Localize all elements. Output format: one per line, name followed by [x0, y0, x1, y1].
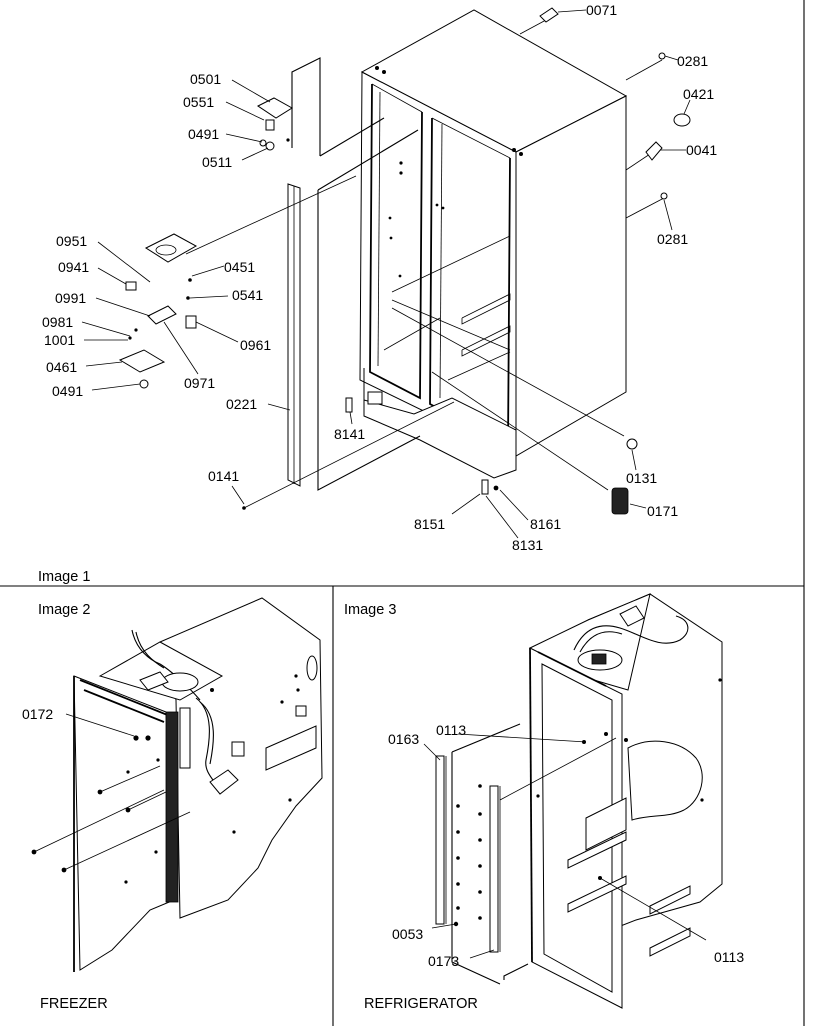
- image3-refrigerator: [423, 593, 723, 1009]
- caption-image1: Image 1: [38, 569, 90, 585]
- part-0141: [242, 506, 246, 510]
- callout-8161: 8161: [530, 516, 561, 532]
- part-0131: [626, 438, 638, 450]
- callout-8131: 8131: [512, 537, 543, 553]
- callout-0281-side: 0281: [657, 231, 688, 247]
- panel-title-freezer: FREEZER: [40, 996, 108, 1012]
- rail-0173: [489, 785, 499, 953]
- callout-8141: 8141: [334, 426, 365, 442]
- callout-0071: 0071: [586, 2, 617, 18]
- part-0281-top: [658, 52, 666, 60]
- callout-0141: 0141: [208, 468, 239, 484]
- callout-0511: 0511: [202, 154, 232, 170]
- callout-0421: 0421: [683, 86, 714, 102]
- callout-0961: 0961: [240, 337, 271, 353]
- callout-0053: 0053: [392, 926, 423, 942]
- hinge-0461: [118, 349, 166, 373]
- callout-0991: 0991: [55, 290, 86, 306]
- image1-cabinet: [118, 7, 691, 515]
- callout-8151: 8151: [414, 516, 445, 532]
- part-0961: [185, 315, 197, 329]
- callout-0971: 0971: [184, 375, 215, 391]
- callout-0491-top: 0491: [188, 126, 219, 142]
- callout-1001: 1001: [44, 332, 75, 348]
- part-0281-side: [660, 192, 668, 200]
- callout-0941: 0941: [58, 259, 89, 275]
- callout-0551: 0551: [183, 94, 214, 110]
- freezer-control-plate: [265, 725, 317, 771]
- hinge-0501: [257, 97, 293, 119]
- part-0421: [673, 113, 691, 127]
- callout-0981: 0981: [42, 314, 73, 330]
- part-0991: [147, 305, 177, 325]
- cabinet-right-side: [515, 95, 627, 457]
- callout-0281-top: 0281: [677, 53, 708, 69]
- part-8161: [493, 485, 499, 491]
- part-0491-mid: [139, 379, 149, 389]
- callout-0171: 0171: [647, 503, 678, 519]
- callout-0041: 0041: [686, 142, 717, 158]
- fridge-liner: [541, 663, 613, 993]
- callout-0541: 0541: [232, 287, 263, 303]
- callout-0491-mid: 0491: [52, 383, 83, 399]
- part-0171: [611, 487, 629, 515]
- fridge-cutaway: [627, 740, 703, 821]
- image2-freezer: [31, 597, 323, 972]
- freezer-opening: [369, 83, 423, 400]
- callout-0131: 0131: [626, 470, 657, 486]
- caption-image2: Image 2: [38, 602, 90, 618]
- part-0041: [645, 141, 663, 161]
- fridge-control-housing: [585, 797, 627, 851]
- rail-0163: [435, 755, 445, 925]
- panel-title-refrigerator: REFRIGERATOR: [364, 996, 478, 1012]
- part-0941: [125, 281, 137, 291]
- part-8151: [481, 479, 489, 495]
- callout-0172: 0172: [22, 706, 53, 722]
- caption-image3: Image 3: [344, 602, 396, 618]
- callout-0451: 0451: [224, 259, 255, 275]
- callout-0461: 0461: [46, 359, 77, 375]
- freezer-gasket-strip: [165, 711, 179, 903]
- hinge-0951: [144, 233, 198, 263]
- part-0071: [539, 7, 559, 23]
- callout-0951: 0951: [56, 233, 87, 249]
- callout-0173: 0173: [428, 953, 459, 969]
- image1-callouts: 0071 0281 0421 0041 0281 0501 0551 0491 …: [42, 2, 717, 553]
- part-8141: [345, 397, 353, 413]
- callout-0221: 0221: [226, 396, 257, 412]
- callout-0113-top: 0113: [436, 722, 466, 738]
- image1-leaders: [81, 9, 691, 539]
- cabinet-base: [363, 368, 517, 479]
- callout-0113-bottom: 0113: [714, 949, 744, 965]
- callout-0501: 0501: [190, 71, 221, 87]
- callout-0163: 0163: [388, 731, 419, 747]
